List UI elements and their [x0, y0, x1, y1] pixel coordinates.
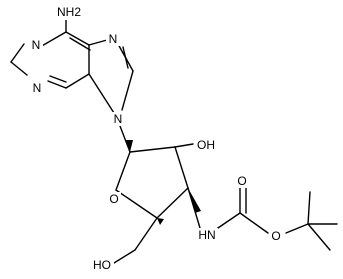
atom-label-o-ring: O [109, 192, 118, 206]
stereo-wedges [126, 140, 201, 225]
atom-label-n3: N [33, 81, 42, 95]
wedge-c3prime [188, 188, 201, 213]
atom-label-n7: N [109, 32, 118, 46]
atom-label-o-carbonyl: O [237, 174, 246, 188]
atom-label-n1: N [32, 38, 41, 52]
wedge-c5prime [157, 218, 164, 225]
atom-label-o-ester: O [271, 229, 280, 243]
atom-label-n9: N [114, 112, 123, 126]
atom-label-nh-carbamate: HN [198, 228, 215, 242]
atom-label-oh-2prime: OH [197, 138, 215, 152]
atom-label-group: NH2 N N N N OH O HN O O HO [29, 5, 283, 272]
bond-group [10, 18, 338, 264]
atom-label-amine: NH2 [57, 5, 81, 19]
atom-label-oh-5prime: HO [93, 258, 111, 272]
wedge-c1prime [126, 140, 133, 152]
